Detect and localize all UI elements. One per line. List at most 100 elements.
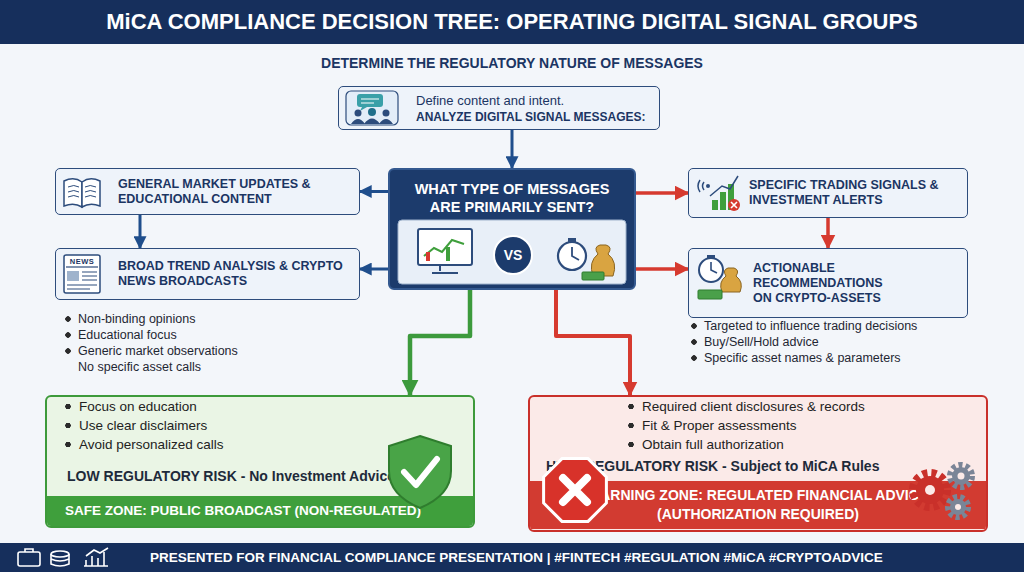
zone-heading: SAFE ZONE: PUBLIC BROADCAST (NON-REGULAT… (47, 496, 473, 526)
stopwatch-money-icon (568, 238, 576, 242)
box-heading: SPECIFIC TRADING SIGNALS & INVESTMENT AL… (749, 178, 964, 208)
bullet-item: Obtain full authorization (530, 435, 986, 454)
section-heading: DETERMINE THE REGULATORY NATURE OF MESSA… (212, 54, 812, 72)
clock-money-icon (698, 290, 722, 299)
stopwatch-money-icon (572, 247, 579, 260)
stopwatch-money-icon (558, 238, 615, 280)
footer-band (0, 543, 1024, 572)
signal-chart-icon (710, 176, 738, 196)
warning-zone-box: Required client disclosures & recordsFit… (528, 395, 988, 532)
gears-icon (916, 476, 944, 504)
box-heading: BROAD TREND ANALYSIS & CRYPTO NEWS BROAD… (118, 259, 353, 289)
box-text: Define content and intent. (416, 92, 655, 109)
book-icon (68, 186, 96, 198)
gears-icon (950, 465, 972, 487)
signal-chart-icon (712, 200, 718, 210)
safe-zone-box: Focus on educationUse clear disclaimersA… (45, 395, 475, 528)
chat-people-icon (351, 119, 393, 125)
footer-icons (25, 549, 33, 552)
chat-people-icon (346, 91, 398, 125)
flow-arrow (556, 290, 630, 395)
gears-icon (913, 473, 947, 507)
newspaper-icon (67, 272, 97, 289)
monitor-icon (432, 265, 458, 273)
icon-text: NEWS (66, 257, 98, 266)
clock-money-icon (711, 262, 717, 273)
monitor-icon (418, 229, 472, 265)
stopwatch-money-icon (558, 242, 586, 270)
bullet-item: Focus on education (47, 397, 473, 416)
category-box: ACTIONABLE RECOMMENDATIONS ON CRYPTO-ASS… (688, 248, 968, 318)
clock-money-icon (721, 268, 742, 292)
stopwatch-money-icon (591, 245, 614, 276)
gears-icon (958, 473, 965, 480)
options-panel (398, 220, 626, 284)
title-band (0, 0, 1024, 44)
bullet-note: Buy/Sell/Hold advice (690, 334, 990, 350)
bullet-note: No specific asset calls (64, 359, 344, 375)
chat-people-icon (361, 99, 379, 103)
footer-icons (18, 548, 108, 566)
clock-money-icon (698, 255, 741, 299)
chat-people-icon (368, 108, 376, 116)
signal-chart-icon (698, 180, 704, 192)
flow-arrow (360, 190, 388, 193)
book-icon (64, 179, 82, 207)
signal-chart-icon (698, 176, 740, 211)
bullet-item: Avoid personalized calls (47, 435, 473, 454)
category-box: BROAD TREND ANALYSIS & CRYPTO NEWS BROAD… (55, 248, 360, 300)
diagram-title: MiCA COMPLIANCE DECISION TREE: OPERATING… (0, 0, 1024, 44)
decision-box: VSWHAT TYPE OF MESSAGES ARE PRIMARILY SE… (388, 168, 636, 290)
stop-sign-icon (544, 459, 607, 522)
flow-arrow (636, 191, 688, 195)
stop-sign-icon (563, 478, 587, 502)
gears-icon (948, 497, 968, 517)
decision-question: WHAT TYPE OF MESSAGES ARE PRIMARILY SENT… (390, 170, 634, 216)
chat-people-icon (360, 107, 367, 111)
signal-chart-icon (706, 184, 710, 188)
category-box: SPECIFIC TRADING SIGNALS & INVESTMENT AL… (688, 168, 968, 218)
signal-chart-icon (728, 199, 740, 211)
signal-chart-icon (720, 192, 726, 210)
zone-heading: WARNING ZONE: REGULATED FINANCIAL ADVICE… (530, 481, 986, 529)
newspaper-icon (67, 271, 79, 281)
flow-arrow (360, 268, 388, 271)
clock-money-icon (707, 255, 715, 258)
footer-band (0, 543, 1024, 572)
gears-icon (913, 465, 972, 517)
title-band (0, 0, 1024, 44)
box-heading: ANALYZE DIGITAL SIGNAL MESSAGES: (416, 109, 655, 125)
monitor-icon (418, 229, 472, 273)
category-box: GENERAL MARKET UPDATES & EDUCATIONAL CON… (55, 168, 360, 215)
stopwatch-money-icon (582, 272, 604, 280)
gears-icon (925, 485, 935, 495)
box-heading: ACTIONABLE RECOMMENDATIONS ON CRYPTO-ASS… (753, 261, 903, 306)
footer-icons (86, 548, 108, 556)
book-icon (82, 179, 100, 207)
box-heading: GENERAL MARKET UPDATES & EDUCATIONAL CON… (118, 177, 353, 207)
monitor-icon (426, 252, 430, 261)
monitor-icon (424, 240, 464, 256)
process-box: Define content and intent.ANALYZE DIGITA… (338, 86, 660, 130)
signal-chart-icon (728, 184, 734, 210)
newspaper-icon (66, 266, 98, 267)
chat-people-icon (355, 110, 362, 117)
bullet-note: Targeted to influence trading decisions (690, 318, 990, 334)
flow-arrow (511, 130, 514, 168)
footer-icons (51, 551, 69, 557)
chat-people-icon (383, 110, 390, 117)
newspaper-icon (64, 255, 100, 293)
bullet-item: Use clear disclaimers (47, 416, 473, 435)
chat-people-icon (357, 94, 383, 107)
bullet-item: Fit & Proper assessments (530, 416, 986, 435)
signal-chart-icon (731, 202, 737, 208)
footer-caption: PRESENTED FOR FINANCIAL COMPLIANCE PRESE… (150, 543, 1020, 572)
bullet-note: Specific asset names & parameters (690, 350, 990, 366)
shield-icon (404, 459, 437, 485)
clock-money-icon (699, 258, 723, 282)
footer-icons (51, 559, 69, 561)
